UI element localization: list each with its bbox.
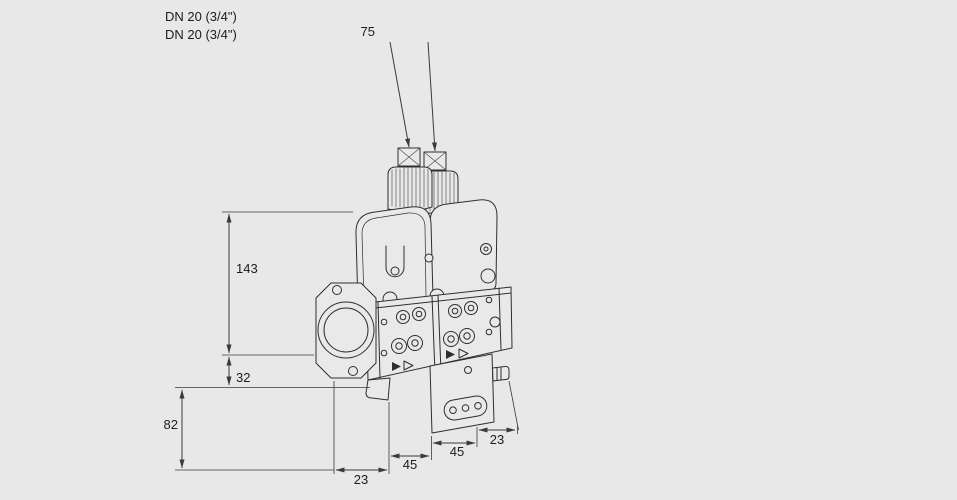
drawing-labels: DN 20 (3/4") DN 20 (3/4") 75 143 32 82 2… [164,9,505,487]
dim-45-right-label: 45 [450,444,464,459]
dim-75-leader-right [427,41,437,152]
dim-23-right-label: 23 [490,432,504,447]
inlet-flange [315,282,377,379]
solenoid-1 [387,147,433,212]
wire-clip [385,245,405,278]
dim-143-label: 143 [236,261,258,276]
double-solenoid-valve-drawing [315,147,513,434]
dn-label-2: DN 20 (3/4") [165,27,237,42]
dim-82-label: 82 [164,417,178,432]
dim-75-label: 75 [361,24,375,39]
dim-75-leader-left [389,41,410,148]
dn-label-1: DN 20 (3/4") [165,9,237,24]
dim-23-left-label: 23 [354,472,368,487]
solenoid-1-cap [387,166,433,212]
solenoid-1-knurling [391,167,429,209]
flow-arrow-left-outline [403,360,414,371]
body-underside-boss [365,377,391,401]
flow-arrow-left [392,362,401,371]
dim-32-label: 32 [236,370,250,385]
dim-45-left-label: 45 [403,457,417,472]
valve-body [365,286,513,401]
dimension-lines [175,41,519,474]
coil-housing-right [429,199,498,299]
flow-arrow-right [446,350,455,359]
regulator-block [429,353,510,434]
flow-arrow-right-outline [458,348,469,359]
pipe-bore-inner [323,307,369,353]
